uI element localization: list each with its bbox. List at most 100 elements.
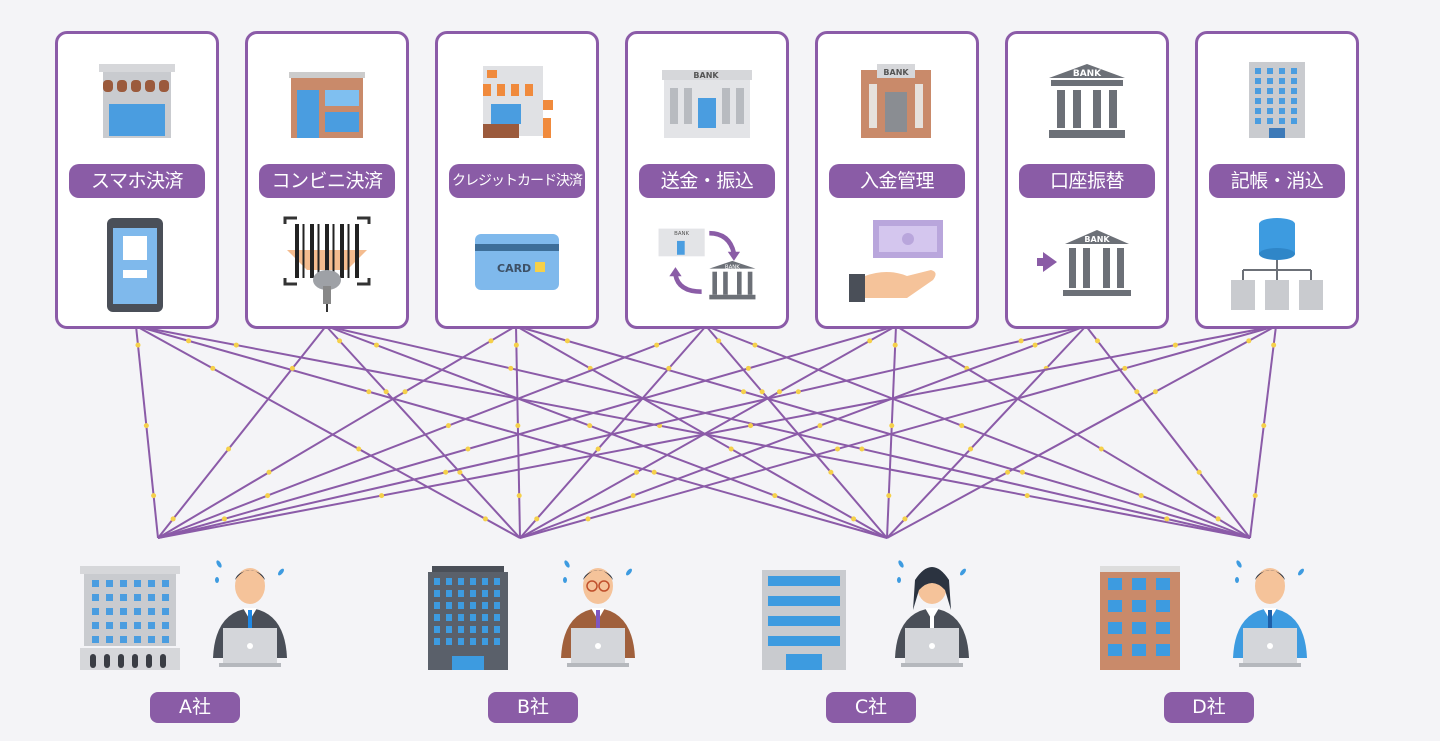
data-flow-dot [595, 446, 601, 452]
data-flow-dot [1271, 342, 1277, 348]
data-flow-dot [402, 389, 408, 395]
bank-building-icon: BANK [662, 70, 752, 138]
data-flow-dot [630, 493, 636, 499]
data-flow-dot [1215, 516, 1221, 522]
data-flow-dot [1094, 338, 1100, 344]
svg-text:BANK: BANK [725, 265, 740, 271]
connection-line [519, 325, 707, 539]
data-flow-dot [379, 493, 385, 499]
connection-line [1249, 325, 1277, 539]
connection-line [519, 325, 1277, 539]
data-flow-dot [366, 389, 372, 395]
convenience-store-icon [289, 72, 365, 138]
data-flow-dot [457, 469, 463, 475]
data-flow-dot [634, 469, 640, 475]
data-flow-dot [143, 423, 149, 429]
data-flow-dot [585, 516, 591, 522]
data-flow-dot [716, 338, 722, 344]
data-flow-dot [1152, 389, 1158, 395]
data-flow-dot [1024, 493, 1030, 499]
connection-line [886, 325, 1277, 539]
data-flow-dot [968, 446, 974, 452]
data-flow-dot [745, 365, 751, 371]
data-flow-dot [1019, 469, 1025, 475]
worried-employee-icon [1233, 560, 1307, 667]
data-flow-dot [1005, 469, 1011, 475]
database-documents-icon [1231, 218, 1323, 310]
data-flow-dot [356, 446, 362, 452]
data-flow-dot [373, 342, 379, 348]
connection-line [157, 325, 1087, 539]
service-label: 入金管理 [829, 164, 965, 198]
service-label: スマホ決済 [69, 164, 205, 198]
connection-line [135, 325, 159, 539]
data-flow-dot [488, 338, 494, 344]
data-flow-dot [859, 446, 865, 452]
service-card: コンビニ決済 [245, 31, 409, 329]
data-flow-dot [1172, 342, 1178, 348]
data-flow-dot [534, 516, 540, 522]
company-group [1100, 550, 1340, 672]
connection-line [157, 325, 897, 539]
company-building-icon [80, 566, 180, 670]
data-flow-dot [902, 516, 908, 522]
connection-line [135, 325, 888, 539]
credit-card-icon: CARD [475, 234, 559, 290]
bank-building-icon: BANK [861, 64, 931, 138]
company-building-icon [1100, 566, 1180, 670]
cash-in-hand-icon [849, 220, 943, 302]
data-flow-dot [752, 342, 758, 348]
data-flow-dot [151, 493, 157, 499]
service-label: 口座振替 [1019, 164, 1155, 198]
data-flow-dot [835, 446, 841, 452]
data-flow-dot [1032, 342, 1038, 348]
storefront-icon [99, 64, 175, 138]
data-flow-dot [666, 365, 672, 371]
data-flow-dot [170, 516, 176, 522]
data-flow-dot [817, 423, 823, 429]
data-flow-dot [759, 389, 765, 395]
card-text: CARD [497, 262, 531, 275]
data-flow-dot [886, 493, 892, 499]
data-flow-dot [651, 469, 657, 475]
svg-text:BANK: BANK [1073, 69, 1102, 79]
data-flow-dot [892, 342, 898, 348]
connection-line [325, 325, 521, 539]
bank-transfer-icon: BANK BANK [658, 228, 756, 300]
connection-line [705, 325, 1251, 539]
connection-line [135, 325, 1251, 539]
data-flow-dot [772, 493, 778, 499]
data-flow-dot [867, 338, 873, 344]
service-card: クレジットカード決済 CARD [435, 31, 599, 329]
data-flow-dot [1122, 365, 1128, 371]
bank-arrow-icon: BANK [1037, 230, 1131, 296]
data-flow-dot [233, 342, 239, 348]
data-flow-dot [465, 446, 471, 452]
connection-line [325, 325, 1251, 539]
data-flow-dot [443, 469, 449, 475]
data-flow-dot [445, 423, 451, 429]
service-card: BANK 口座振替 BANK [1005, 31, 1169, 329]
data-flow-dot [795, 389, 801, 395]
data-flow-dot [1098, 446, 1104, 452]
connection-line [515, 325, 521, 539]
bank-icon: BANK [1049, 64, 1125, 138]
data-flow-dot [226, 446, 232, 452]
company-building-icon [428, 566, 508, 670]
worried-employee-icon [213, 560, 287, 667]
service-label: コンビニ決済 [259, 164, 395, 198]
data-flow-dot [587, 423, 593, 429]
cafe-shop-icon [483, 66, 553, 138]
data-flow-dot [1252, 493, 1258, 499]
service-card: 記帳・消込 [1195, 31, 1359, 329]
office-building-icon [1249, 62, 1305, 138]
svg-text:BANK: BANK [1084, 235, 1110, 244]
connection-line [1085, 325, 1251, 539]
connection-line [157, 325, 707, 539]
connection-line [519, 325, 1087, 539]
company-group [428, 550, 668, 672]
data-flow-dot [1246, 338, 1252, 344]
svg-text:BANK: BANK [674, 231, 689, 237]
service-label: クレジットカード決済 [449, 164, 585, 198]
